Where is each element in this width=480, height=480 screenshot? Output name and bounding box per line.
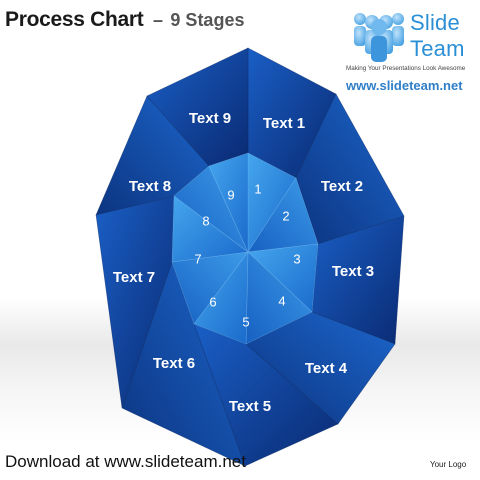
stage-label-5: Text 5 <box>229 398 271 415</box>
stage-number-4: 4 <box>278 293 285 308</box>
stage-number-8: 8 <box>202 213 209 228</box>
stage-number-6: 6 <box>209 294 216 309</box>
title-subtitle: 9 Stages <box>170 10 245 30</box>
logo-name-team: Team <box>410 36 465 61</box>
logo-name-slide: Slide <box>410 10 460 35</box>
stage-number-2: 2 <box>282 208 289 223</box>
title-separator: – <box>152 10 163 30</box>
stage-label-4: Text 4 <box>305 360 348 377</box>
stage-number-5: 5 <box>242 314 249 329</box>
stage-label-8: Text 8 <box>129 178 171 195</box>
title-main: Process Chart <box>5 8 144 31</box>
stage-number-3: 3 <box>293 251 300 266</box>
stage-label-6: Text 6 <box>153 355 195 372</box>
stage-label-7: Text 7 <box>113 269 155 286</box>
people-group-icon <box>354 13 404 62</box>
stage-label-9: Text 9 <box>189 110 231 127</box>
page-title: Process Chart – 9 Stages <box>5 8 244 32</box>
logo-tagline: Making Your Presentations Look Awesome <box>346 65 466 72</box>
slideteam-logo[interactable]: Slide Team Making Your Presentations Loo… <box>346 6 476 100</box>
stage-label-2: Text 2 <box>321 178 363 195</box>
stage-label-3: Text 3 <box>332 263 374 280</box>
logo-url-link[interactable]: www.slideteam.net <box>346 78 463 93</box>
stage-number-7: 7 <box>194 251 201 266</box>
stage-label-1: Text 1 <box>263 115 305 132</box>
your-logo-placeholder: Your Logo <box>430 460 467 469</box>
stage-number-1: 1 <box>254 181 261 196</box>
stage-number-9: 9 <box>227 187 234 202</box>
download-footer-text: Download at www.slideteam.net <box>5 452 246 471</box>
inner-segment-9 <box>208 152 249 253</box>
